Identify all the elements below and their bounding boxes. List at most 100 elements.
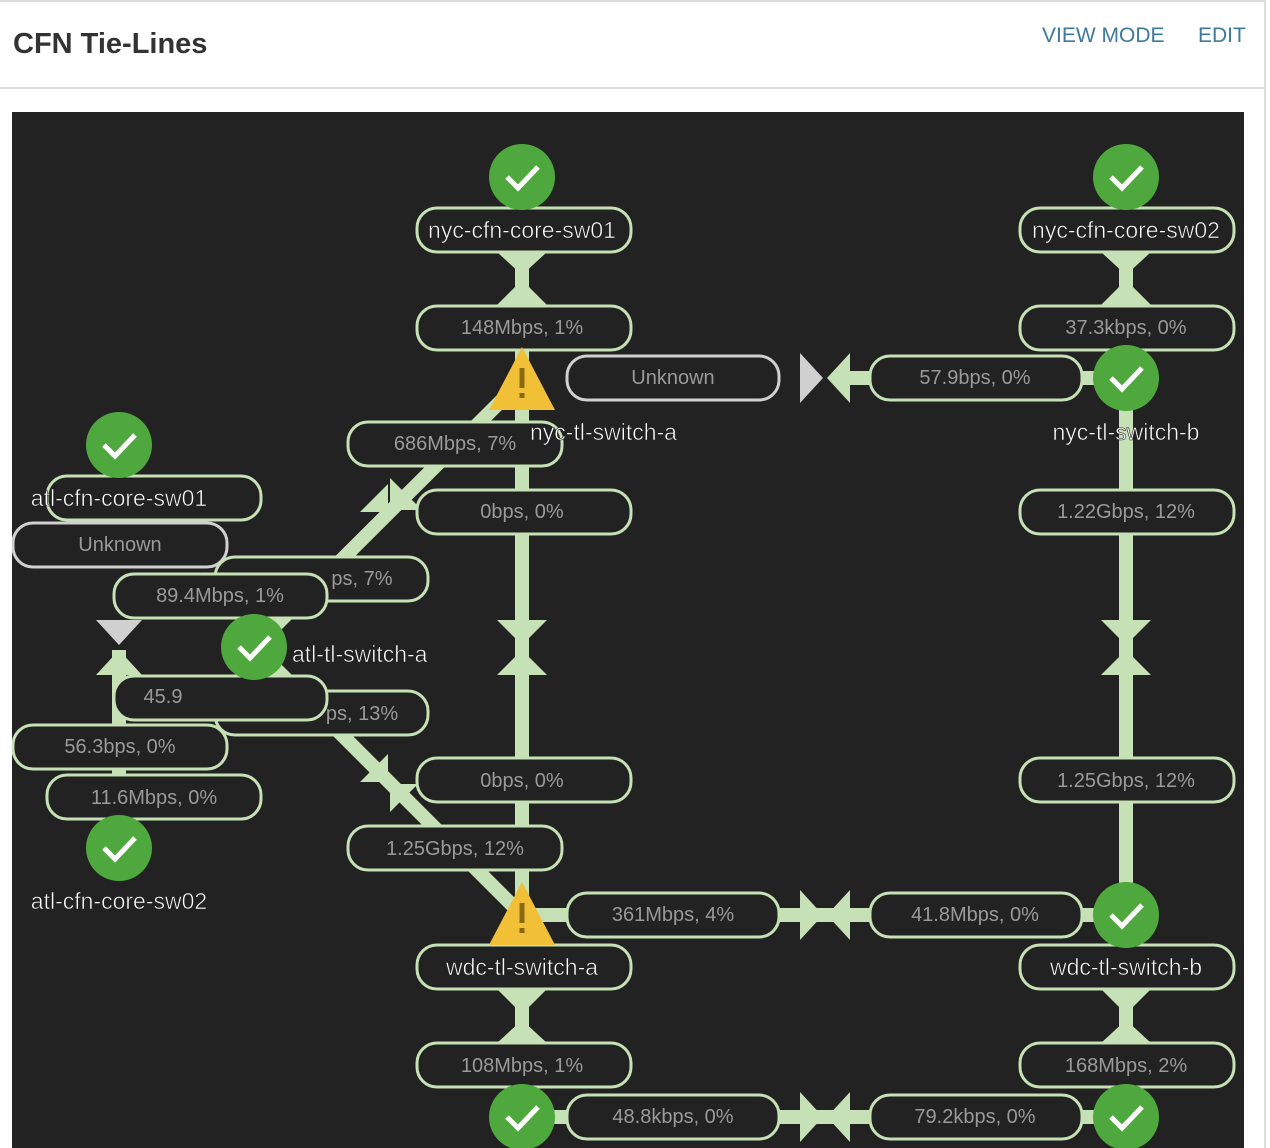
arrow-diag-icon	[360, 484, 388, 512]
diagram-background	[12, 112, 1244, 1148]
link-label[interactable]: 1.22Gbps, 12%	[1018, 488, 1236, 536]
node-label: atl-cfn-core-sw01	[31, 485, 207, 511]
node-atl-tl-switch-a[interactable]: atl-tl-switch-a	[221, 614, 428, 680]
link-label[interactable]: 0bps, 0%	[415, 756, 633, 804]
view-mode-button[interactable]: VIEW MODE	[1042, 24, 1165, 47]
link-label-text: 686Mbps, 7%	[394, 433, 517, 455]
link-label-text: 148Mbps, 1%	[461, 317, 584, 339]
arrows	[96, 252, 1151, 1142]
link-label[interactable]: 108Mbps, 1%	[415, 1041, 633, 1089]
check-icon	[86, 815, 152, 881]
node-label: nyc-tl-switch-a	[530, 419, 677, 445]
link-label-text: ps, 13%	[326, 703, 398, 725]
node-label: atl-cfn-core-sw02	[31, 888, 207, 914]
check-icon[interactable]	[489, 1084, 555, 1148]
arrow-down-icon	[497, 989, 547, 1014]
arrow-diag-icon	[360, 754, 388, 782]
link-label-text: 48.8kbps, 0%	[612, 1106, 733, 1128]
arrow-up-icon	[497, 280, 547, 305]
arrow-down-icon	[1101, 989, 1151, 1014]
node-pill	[415, 943, 633, 991]
arrow-up-icon	[96, 650, 142, 675]
link-label[interactable]: 168Mbps, 2%	[1018, 1041, 1236, 1089]
link-label[interactable]: Unknown	[12, 521, 229, 569]
link-label[interactable]: 45.9	[112, 674, 329, 722]
node-label: atl-tl-switch-a	[292, 641, 428, 667]
edit-button[interactable]: EDIT	[1198, 24, 1246, 47]
arrow-down-icon	[96, 620, 142, 645]
link-label-text: 108Mbps, 1%	[461, 1055, 584, 1077]
node-nyc-cfn-core-sw01[interactable]: nyc-cfn-core-sw01	[428, 144, 616, 243]
link-label[interactable]: 41.8Mbps, 0%	[868, 891, 1084, 939]
link-label-text: 57.9bps, 0%	[919, 367, 1030, 389]
link-label[interactable]: 1.25Gbps, 12%	[1018, 756, 1236, 804]
link-label[interactable]: 37.3kbps, 0%	[1018, 304, 1236, 352]
node-label: nyc-cfn-core-sw02	[1032, 217, 1220, 243]
node-label: nyc-cfn-core-sw01	[428, 217, 616, 243]
arrow-right-icon	[800, 890, 823, 940]
link-label-text: 361Mbps, 4%	[612, 904, 735, 926]
link-label-text: ps, 7%	[331, 568, 392, 590]
link-label-text: 168Mbps, 2%	[1065, 1055, 1188, 1077]
link-label-text: 11.6Mbps, 0%	[91, 787, 218, 809]
node-label: nyc-tl-switch-b	[1053, 419, 1200, 445]
link-label-text: 79.2kbps, 0%	[914, 1106, 1035, 1128]
link-label-text: 45.9	[144, 686, 183, 708]
node-atl-cfn-core-sw01[interactable]: atl-cfn-core-sw01	[31, 412, 207, 511]
check-icon	[1093, 345, 1159, 411]
node-nyc-tl-switch-b[interactable]: nyc-tl-switch-b	[1052, 345, 1200, 445]
link-label[interactable]: 89.4Mbps, 1%	[112, 572, 329, 620]
link-label[interactable]: Unknown	[565, 354, 781, 402]
arrow-up-icon	[1101, 1020, 1151, 1043]
arrow-right-icon	[800, 353, 823, 403]
arrow-right-icon	[800, 1092, 823, 1142]
node-label: wdc-tl-switch-b	[1049, 954, 1202, 980]
link-label-text: 1.25Gbps, 12%	[1057, 770, 1195, 792]
link-label-text: Unknown	[78, 534, 161, 556]
check-icon	[86, 412, 152, 478]
link-label[interactable]: 56.3bps, 0%	[12, 723, 229, 771]
link-label[interactable]: 57.9bps, 0%	[868, 354, 1084, 402]
link-label[interactable]: 79.2kbps, 0%	[868, 1093, 1084, 1141]
panel-header: CFN Tie-Lines VIEW MODE EDIT	[0, 0, 1266, 89]
node-nyc-tl-switch-a[interactable]: nyc-tl-switch-a	[489, 347, 677, 445]
node-atl-cfn-core-sw02[interactable]: atl-cfn-core-sw02	[31, 815, 207, 914]
node-label: wdc-tl-switch-a	[445, 954, 598, 980]
arrow-left-icon	[827, 353, 850, 403]
arrow-diag-icon	[390, 478, 422, 510]
link-label[interactable]: 148Mbps, 1%	[415, 304, 633, 352]
arrow-up-icon	[497, 1020, 547, 1043]
node-wdc-tl-switch-a[interactable]: wdc-tl-switch-a	[445, 882, 599, 980]
arrow-left-icon	[827, 890, 850, 940]
link-label-text: 41.8Mbps, 0%	[911, 904, 1039, 926]
link-label-text: 89.4Mbps, 1%	[156, 585, 284, 607]
link-label[interactable]: 48.8kbps, 0%	[565, 1093, 781, 1141]
check-icon	[1093, 882, 1159, 948]
arrow-up-icon	[497, 650, 547, 675]
arrow-up-icon	[1101, 650, 1151, 675]
link-label[interactable]: 11.6Mbps, 0%	[45, 773, 263, 821]
arrow-down-icon	[1101, 620, 1151, 645]
page-title: CFN Tie-Lines	[13, 28, 208, 60]
topology-diagram: 148Mbps, 1% 37.3kbps, 0% Unknown 57.9bps…	[12, 112, 1244, 1148]
link-label[interactable]: 361Mbps, 4%	[565, 891, 781, 939]
link-label-text: 37.3kbps, 0%	[1065, 317, 1186, 339]
check-icon[interactable]	[1093, 1084, 1159, 1148]
arrow-left-icon	[827, 1092, 850, 1142]
link-label-text: 1.22Gbps, 12%	[1057, 501, 1195, 523]
check-icon	[221, 614, 287, 680]
link-label-text: 0bps, 0%	[480, 770, 564, 792]
arrow-up-icon	[1101, 280, 1151, 305]
node-wdc-tl-switch-b[interactable]: wdc-tl-switch-b	[1049, 882, 1202, 980]
node-nyc-cfn-core-sw02[interactable]: nyc-cfn-core-sw02	[1032, 144, 1220, 243]
link-label[interactable]: 686Mbps, 7%	[346, 420, 564, 468]
check-icon	[489, 144, 555, 210]
link-label[interactable]: 1.25Gbps, 12%	[346, 824, 564, 872]
link-label-text: Unknown	[631, 367, 714, 389]
link-label[interactable]	[45, 474, 263, 522]
link-label-text: 0bps, 0%	[480, 501, 564, 523]
check-icon	[1093, 144, 1159, 210]
link-label[interactable]: 0bps, 0%	[415, 488, 633, 536]
arrow-down-icon	[1101, 252, 1151, 275]
